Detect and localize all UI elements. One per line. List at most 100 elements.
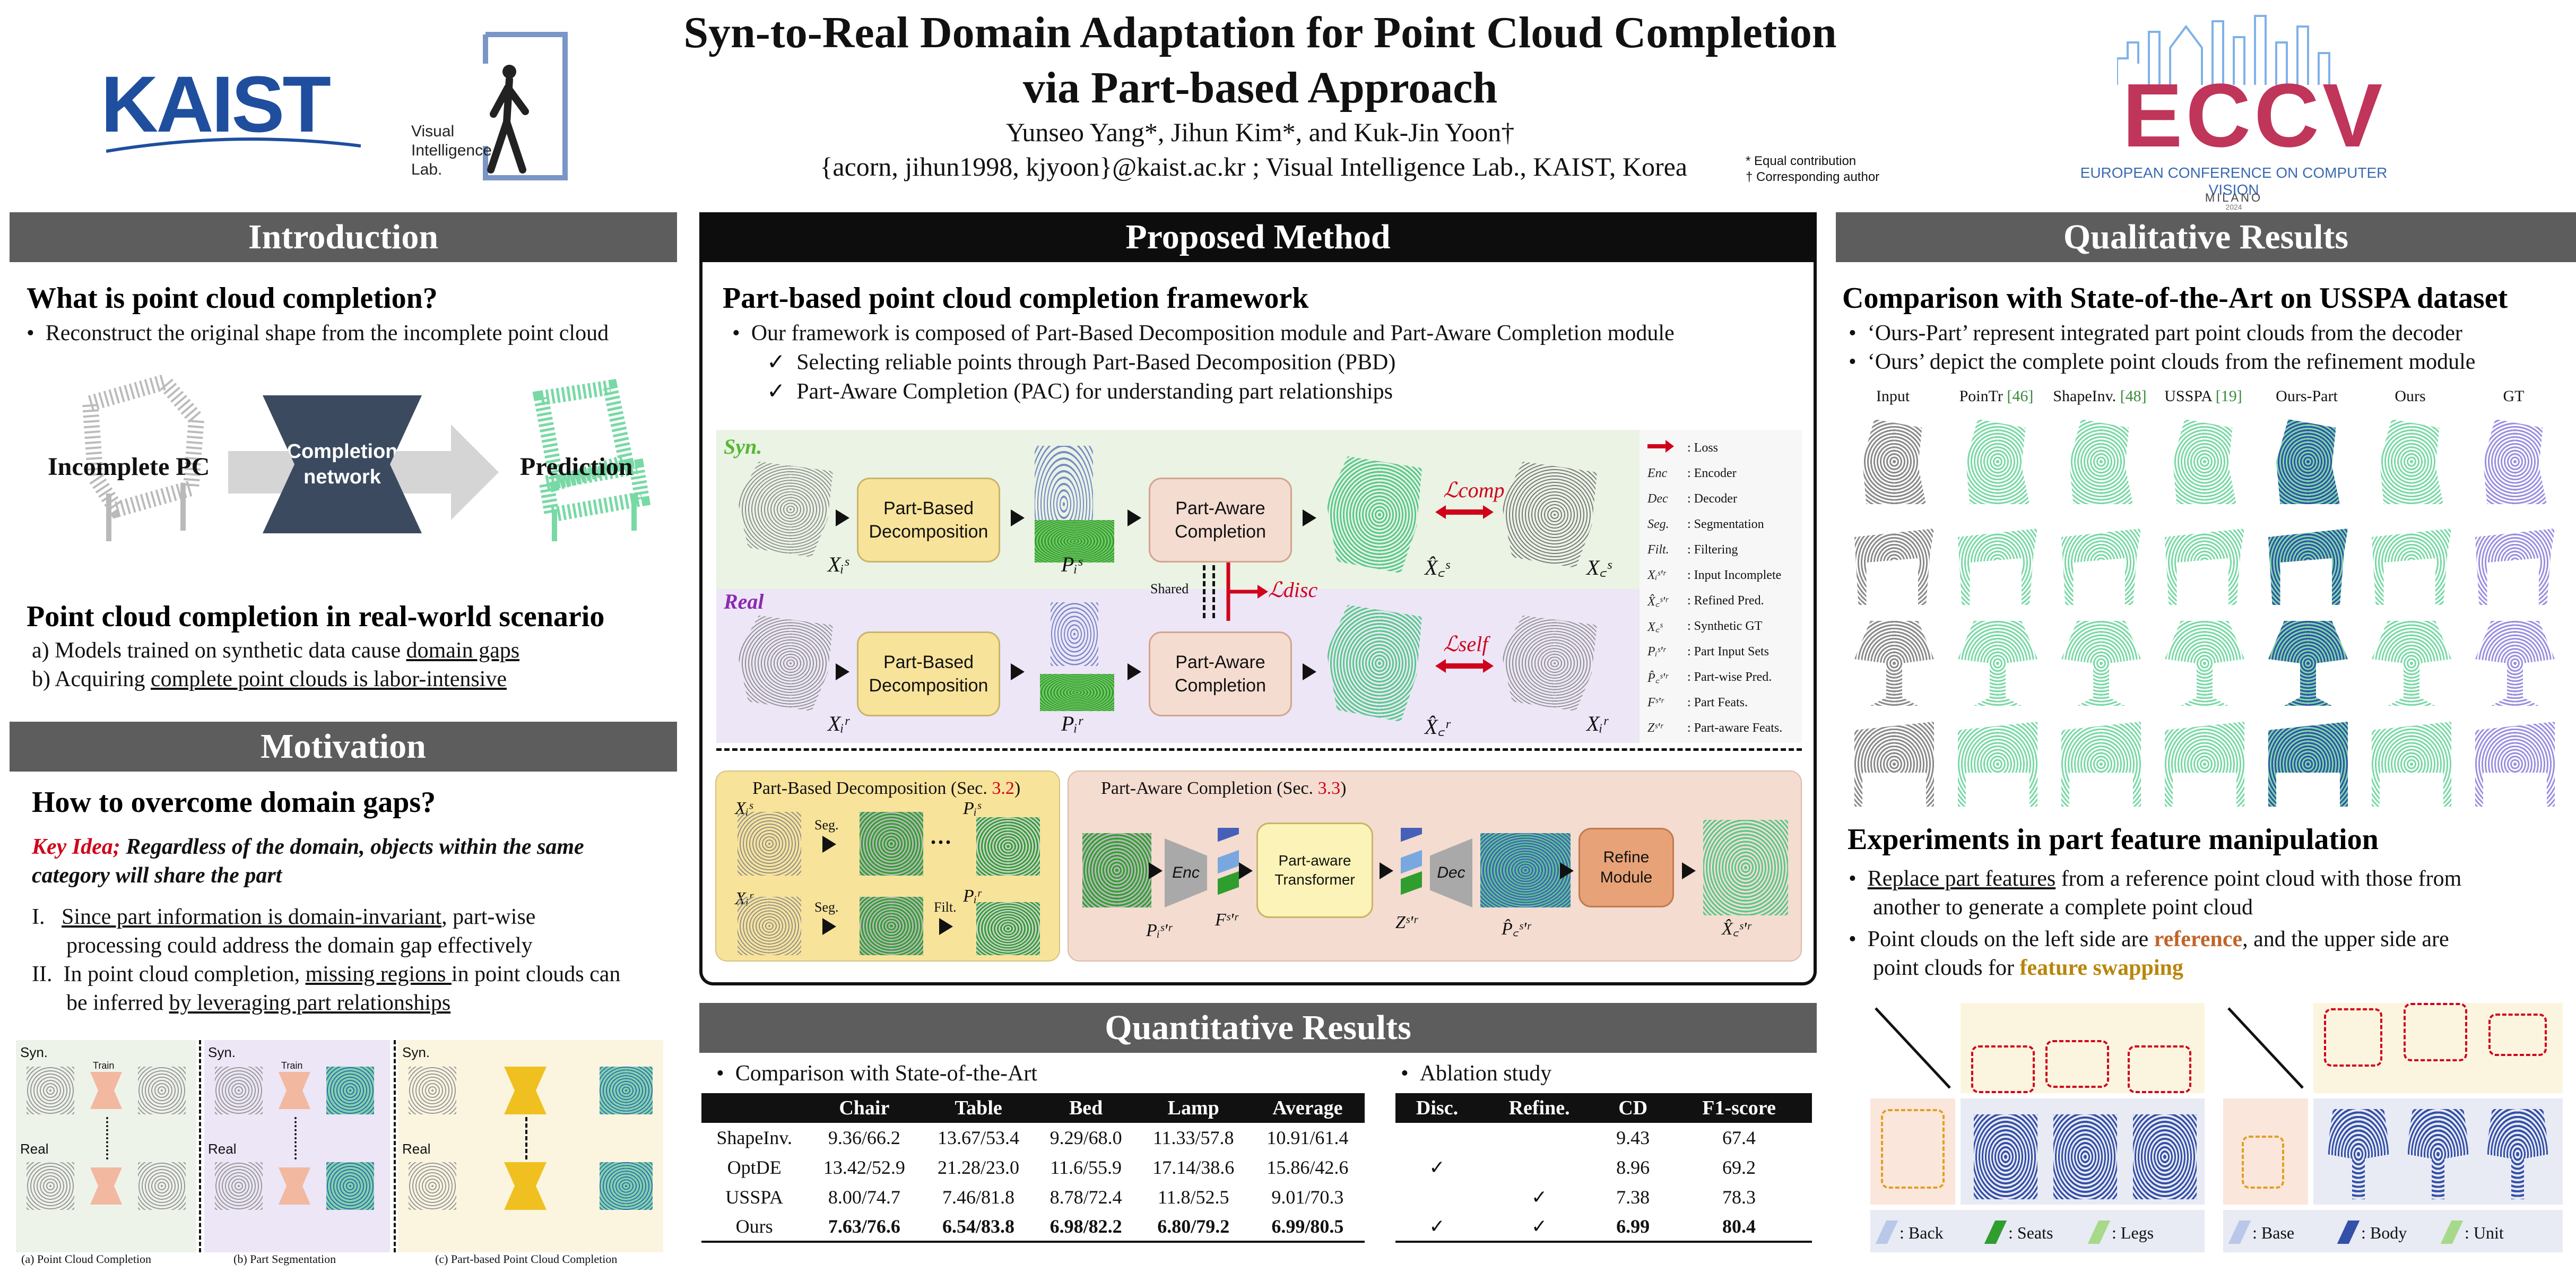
introduction-header: Introduction (10, 212, 677, 262)
intro-question-2: Point cloud completion in real-world sce… (27, 600, 605, 633)
qual-point-cloud (1958, 722, 2037, 807)
legend-entry: X꜀ˢ: Synthetic GT (1647, 613, 1801, 639)
method-bullet: • Our framework is composed of Part-Base… (732, 321, 1675, 345)
sota-col-header (701, 1093, 808, 1123)
prediction-chair-cloud (532, 379, 651, 541)
qual-point-cloud (1854, 529, 1934, 605)
table-cell: 21.28/23.0 (938, 1157, 1020, 1178)
leg-body: : Body (2361, 1223, 2407, 1242)
affiliation: {acorn, jihun1998, kjyoon}@kaist.ac.kr ;… (820, 152, 1687, 181)
qual-point-cloud (2268, 722, 2348, 807)
qual-point-cloud (2483, 419, 2547, 504)
qual-col-ref: [46] (2007, 387, 2034, 405)
leg-unit: : Unit (2465, 1223, 2504, 1242)
fig-a-train: Train (93, 1060, 115, 1071)
syn-part-label: Pᵢˢ (1061, 552, 1082, 576)
key-idea-line-2: category will share the part (32, 863, 282, 888)
qual-col-name: PoinTr (1959, 387, 2003, 405)
motivation-figure: Syn. Real Syn. Real Syn. Real Train Trai… (16, 1040, 663, 1266)
table-cell: 6.54/83.8 (921, 1212, 1036, 1243)
sota-col-header: Table (921, 1093, 1036, 1123)
qual-e1-l2: another to generate a complete point clo… (1873, 895, 2253, 920)
qual-col-name: GT (2503, 387, 2525, 405)
caption-a: (a) Point Cloud Completion (21, 1252, 152, 1266)
table-cell: 78.3 (1722, 1187, 1756, 1208)
table-cell: ShapeInv. (716, 1127, 792, 1148)
fig-a-real: Real (20, 1141, 49, 1157)
legend-text: : Part Input Sets (1687, 644, 1769, 659)
qual-point-cloud (2061, 529, 2141, 605)
leg-base: : Base (2252, 1223, 2295, 1242)
qual-point-cloud (2165, 621, 2244, 706)
table-cell: 8.96 (1616, 1157, 1650, 1178)
legend-symbol: Fˢ'ʳ (1647, 695, 1664, 709)
table-cell: 11.6/55.9 (1050, 1157, 1122, 1178)
pac-zsr: Zˢ'ʳ (1395, 913, 1417, 932)
legend-symbol: Enc (1647, 466, 1668, 480)
kaist-logo: KAIST (101, 59, 331, 149)
poster-title: Syn-to-Real Domain Adaptation for Point … (626, 5, 1894, 116)
fig-b-syn: Syn. (208, 1044, 236, 1060)
qual-col-name: ShapeInv. (2053, 387, 2117, 405)
vil-logo-text-2: Intelligence (411, 142, 492, 159)
pbd-module-real: Part-Based Decomposition (857, 631, 1000, 716)
real-part-label: Pᵢʳ (1061, 712, 1082, 735)
sota-col-header: Bed (1035, 1093, 1137, 1123)
decoder-block: Dec (1430, 838, 1472, 907)
table-cell: 8.00/74.7 (828, 1187, 900, 1208)
table-cell: 6.80/79.2 (1136, 1212, 1251, 1243)
method-header: Proposed Method (699, 212, 1817, 262)
quant-bullet-1: • Comparison with State-of-the-Art (716, 1061, 1037, 1086)
legend-entry: Pᵢˢ'ʳ: Part Input Sets (1647, 639, 1801, 664)
legend-entry: P̂꜀ˢ'ʳ: Part-wise Pred. (1647, 664, 1801, 690)
table-cell: 6.98/82.2 (1035, 1212, 1137, 1243)
table-cell: 9.36/66.2 (828, 1127, 900, 1148)
shared-label: Shared (1150, 581, 1189, 596)
qual-e1: • Replace part features from a reference… (1849, 867, 2462, 891)
lself-arrow-icon (1435, 659, 1494, 673)
qual-col-ref: [48] (2120, 387, 2147, 405)
qual-col-name: Ours-Part (2276, 387, 2338, 405)
table-cell: Ours (701, 1212, 808, 1243)
qual-e2-l2: point clouds for feature swapping (1873, 956, 2183, 980)
table-cell: 69.2 (1722, 1157, 1756, 1178)
legend-entry: Enc: Encoder (1647, 461, 1801, 486)
legend-text: : Loss (1687, 440, 1719, 455)
manip-figure-chair: : Back : Seats : Legs (1870, 1003, 2205, 1258)
syn-pred-label: X̂꜀ˢ (1425, 556, 1450, 579)
incomplete-pc-label: Incomplete PC (48, 453, 210, 481)
legend-text: : Decoder (1687, 491, 1737, 506)
leg-back: : Back (1900, 1223, 1944, 1242)
legend-text: : Part-aware Feats. (1687, 721, 1783, 735)
table-cell: 9.29/68.0 (1050, 1127, 1122, 1148)
qual-point-cloud (2380, 419, 2443, 504)
pac-module-syn: Part-Aware Completion (1149, 478, 1292, 562)
qual-point-cloud (2475, 529, 2555, 605)
real-input-label-2: Xᵢʳ (1586, 712, 1608, 735)
motivation-header: Motivation (10, 722, 677, 772)
eccv-city: MILANO (2205, 191, 2263, 204)
caption-c: (c) Part-based Point Cloud Completion (435, 1252, 618, 1266)
ablation-col-header: Refine. (1479, 1093, 1600, 1123)
qual-e2: • Point clouds on the left side are refe… (1849, 927, 2449, 951)
refine-module: Refine Module (1578, 828, 1674, 907)
fig-b-real: Real (208, 1141, 237, 1157)
table-cell: 10.91/61.4 (1267, 1127, 1349, 1148)
qual-col-name: USSPA (2164, 387, 2212, 405)
eccv-skyline-icon (2117, 15, 2330, 85)
qual-bullet-1: • ‘Ours-Part’ represent integrated part … (1849, 321, 2462, 345)
note-equal: * Equal contribution (1746, 154, 1857, 168)
table-cell: ✓ (1395, 1212, 1479, 1243)
real-label: Real (724, 590, 764, 613)
intro-question-1: What is point cloud completion? (27, 282, 438, 315)
qual-point-cloud (2268, 621, 2348, 706)
qual-point-cloud (2165, 529, 2244, 605)
real-input-label: Xᵢʳ (828, 712, 849, 735)
method-check-1: ✓ Selecting reliable points through Part… (767, 350, 1396, 375)
legend-text: : Synthetic GT (1687, 619, 1763, 633)
qual-point-cloud (2061, 722, 2141, 807)
legend-entry: X̂꜀ˢ'ʳ: Refined Pred. (1647, 588, 1801, 613)
